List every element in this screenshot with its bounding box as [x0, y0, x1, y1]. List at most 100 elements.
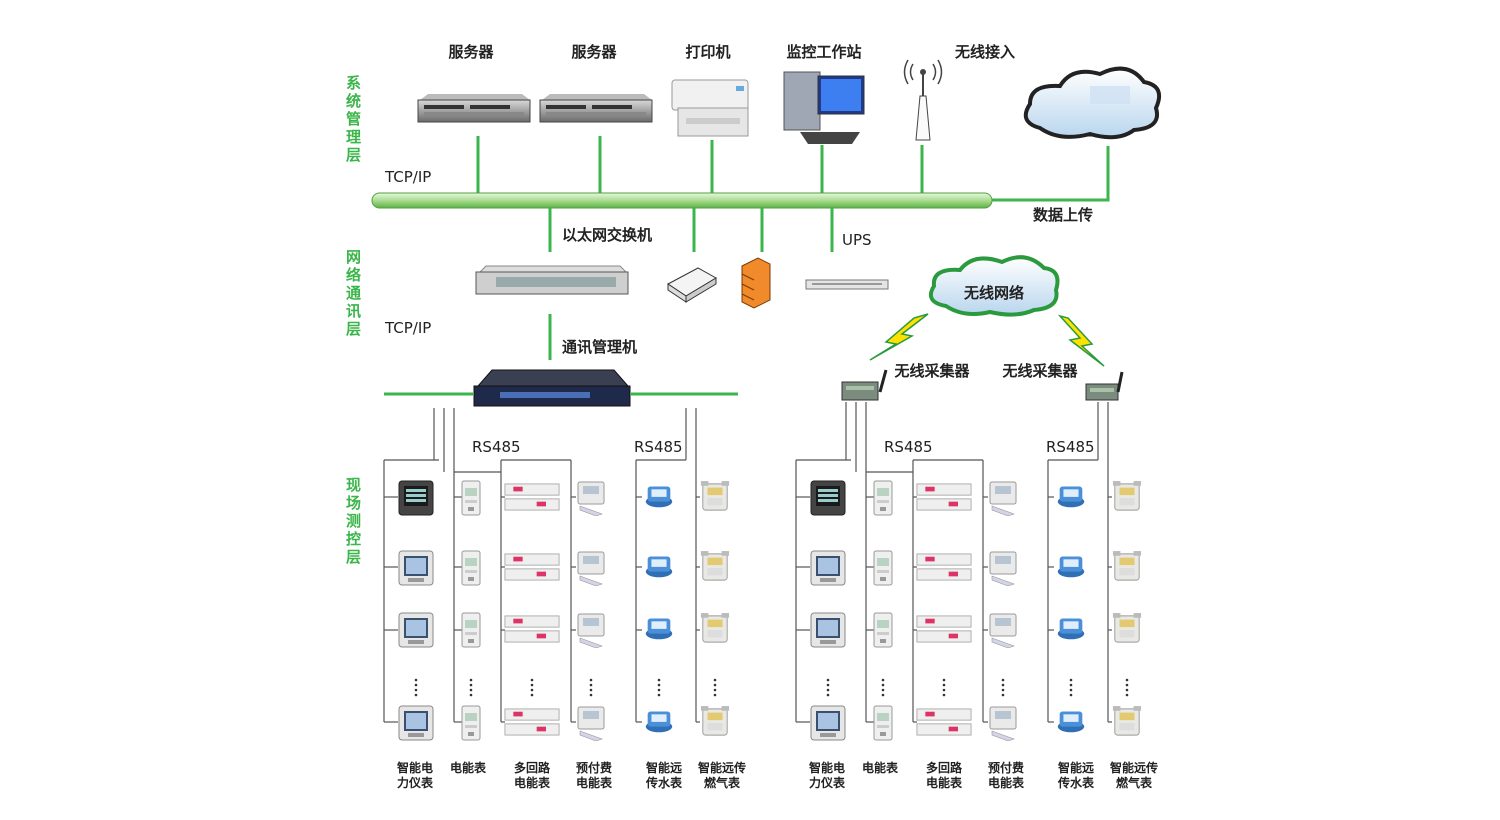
multi-loop-meter-icon [504, 553, 560, 581]
ellipsis-dot [530, 688, 534, 692]
smart-power-meter-icon [398, 480, 434, 516]
multi-loop-meter-icon [916, 615, 972, 643]
prepaid-meter-icon [577, 551, 605, 586]
water-meter-icon [645, 711, 673, 733]
ellipsis-dot [713, 678, 717, 682]
ellipsis-dot [469, 688, 473, 692]
smart-power-meter-icon [810, 612, 846, 648]
ellipsis-dot [881, 683, 885, 687]
ellipsis-dot [826, 678, 830, 682]
printer-icon [671, 79, 749, 137]
ellipsis-dot [1125, 688, 1129, 692]
firewall-icon [741, 257, 771, 309]
ellipsis-dot [469, 683, 473, 687]
ellipsis-dot [1001, 693, 1005, 697]
multi-loop-meter-icon [504, 615, 560, 643]
water-meter-icon [1057, 486, 1085, 508]
gas-meter-label: 智能远传 [697, 760, 746, 775]
gas-meter-icon [700, 480, 730, 511]
gas-meter-label-2: 燃气表 [704, 775, 741, 790]
energy-meter-icon [873, 612, 893, 648]
ethernet-switch-icon [475, 265, 629, 295]
ellipsis-dot [1001, 683, 1005, 687]
tcpip-mid-label: TCP/IP [384, 319, 431, 337]
smart-power-meter-label-2: 力仪表 [397, 775, 434, 790]
prepaid-meter-icon [577, 706, 605, 741]
ellipsis-dot [942, 688, 946, 692]
water-meter-icon [645, 556, 673, 578]
gas-meter-icon [1112, 550, 1142, 581]
wireless-collector-2-label: 无线采集器 [1001, 362, 1078, 380]
meter-labels-right: 智能电 力仪表 电能表 多回路 电能表 预付费 电能表 智能远 传水表 智能远传… [808, 760, 1158, 790]
wireless-collector-1-label: 无线采集器 [893, 362, 970, 380]
ellipsis-dot [1001, 678, 1005, 682]
wireless-antenna-icon [903, 59, 943, 141]
tcpip-top-label: TCP/IP [384, 168, 431, 186]
tcpip-backbone-pipe [371, 192, 993, 209]
prepaid-meter-icon [989, 706, 1017, 741]
multi-loop-meter-label-r: 多回路 [926, 760, 963, 775]
smart-power-meter-icon [398, 550, 434, 586]
gas-meter-label-r: 智能远传 [1109, 760, 1158, 775]
multi-loop-meter-label-2: 电能表 [514, 775, 551, 790]
multi-loop-meter-icon [916, 483, 972, 511]
wireless-network-label: 无线网络 [963, 284, 1024, 302]
ellipsis-dot [1069, 678, 1073, 682]
energy-meter-icon [461, 705, 481, 741]
ellipsis-dot [657, 693, 661, 697]
gas-meter-icon [700, 550, 730, 581]
rs485-label-left-1: RS485 [472, 438, 521, 456]
smart-power-meter-icon [810, 705, 846, 741]
ellipsis-dot [657, 688, 661, 692]
ellipsis-dot [942, 693, 946, 697]
router-icon [667, 267, 717, 303]
water-meter-icon [645, 486, 673, 508]
lightning-bolt-icon-right [1057, 314, 1105, 367]
rs485-bus-right [795, 402, 1112, 723]
ellipsis-dot [657, 678, 661, 682]
gas-meter-icon [1112, 480, 1142, 511]
water-meter-icon [1057, 618, 1085, 640]
field-layer-label: 现场测控层 [346, 476, 361, 566]
energy-meter-icon [873, 705, 893, 741]
smart-power-meter-icon [810, 480, 846, 516]
rs485-label-right-1: RS485 [884, 438, 933, 456]
ellipsis-dot [530, 678, 534, 682]
field-meters [398, 480, 1142, 741]
ellipsis-dot [881, 688, 885, 692]
ellipsis-dot [469, 693, 473, 697]
printer-label: 打印机 [685, 43, 730, 61]
ellipsis-dot [414, 683, 418, 687]
water-meter-label-2: 传水表 [645, 775, 683, 790]
prepaid-meter-icon [989, 551, 1017, 586]
water-meter-icon [645, 618, 673, 640]
smart-power-meter-icon [398, 705, 434, 741]
layer-label-network: 网络通讯层 [346, 248, 361, 338]
gas-meter-icon [1112, 705, 1142, 736]
server1-icon [417, 94, 531, 123]
multi-loop-meter-label-r2: 电能表 [926, 775, 963, 790]
ellipsis-dot [1125, 683, 1129, 687]
ellipsis-dot [713, 693, 717, 697]
internet-cloud-icon [1023, 66, 1161, 140]
water-meter-label-r: 智能远 [1057, 760, 1094, 775]
lightning-bolt-icon-left [869, 313, 929, 361]
water-meter-label-r2: 传水表 [1057, 775, 1095, 790]
ellipsis-dot [942, 683, 946, 687]
ellipsis-dot [826, 693, 830, 697]
layer-label-management: 系统管理层 [346, 74, 361, 164]
ellipsis-dot [881, 678, 885, 682]
energy-meter-icon [873, 550, 893, 586]
ellipsis-dot [713, 688, 717, 692]
prepaid-meter-label: 预付费 [576, 760, 612, 775]
rs485-bus-left [383, 408, 700, 723]
workstation-label: 监控工作站 [786, 43, 861, 61]
rs485-label-left-2: RS485 [634, 438, 683, 456]
prepaid-meter-label-r2: 电能表 [988, 775, 1025, 790]
ellipsis-dot [589, 688, 593, 692]
ellipsis-dot [589, 683, 593, 687]
multi-loop-meter-label: 多回路 [514, 760, 551, 775]
prepaid-meter-icon [989, 481, 1017, 516]
ellipsis-dot [530, 683, 534, 687]
